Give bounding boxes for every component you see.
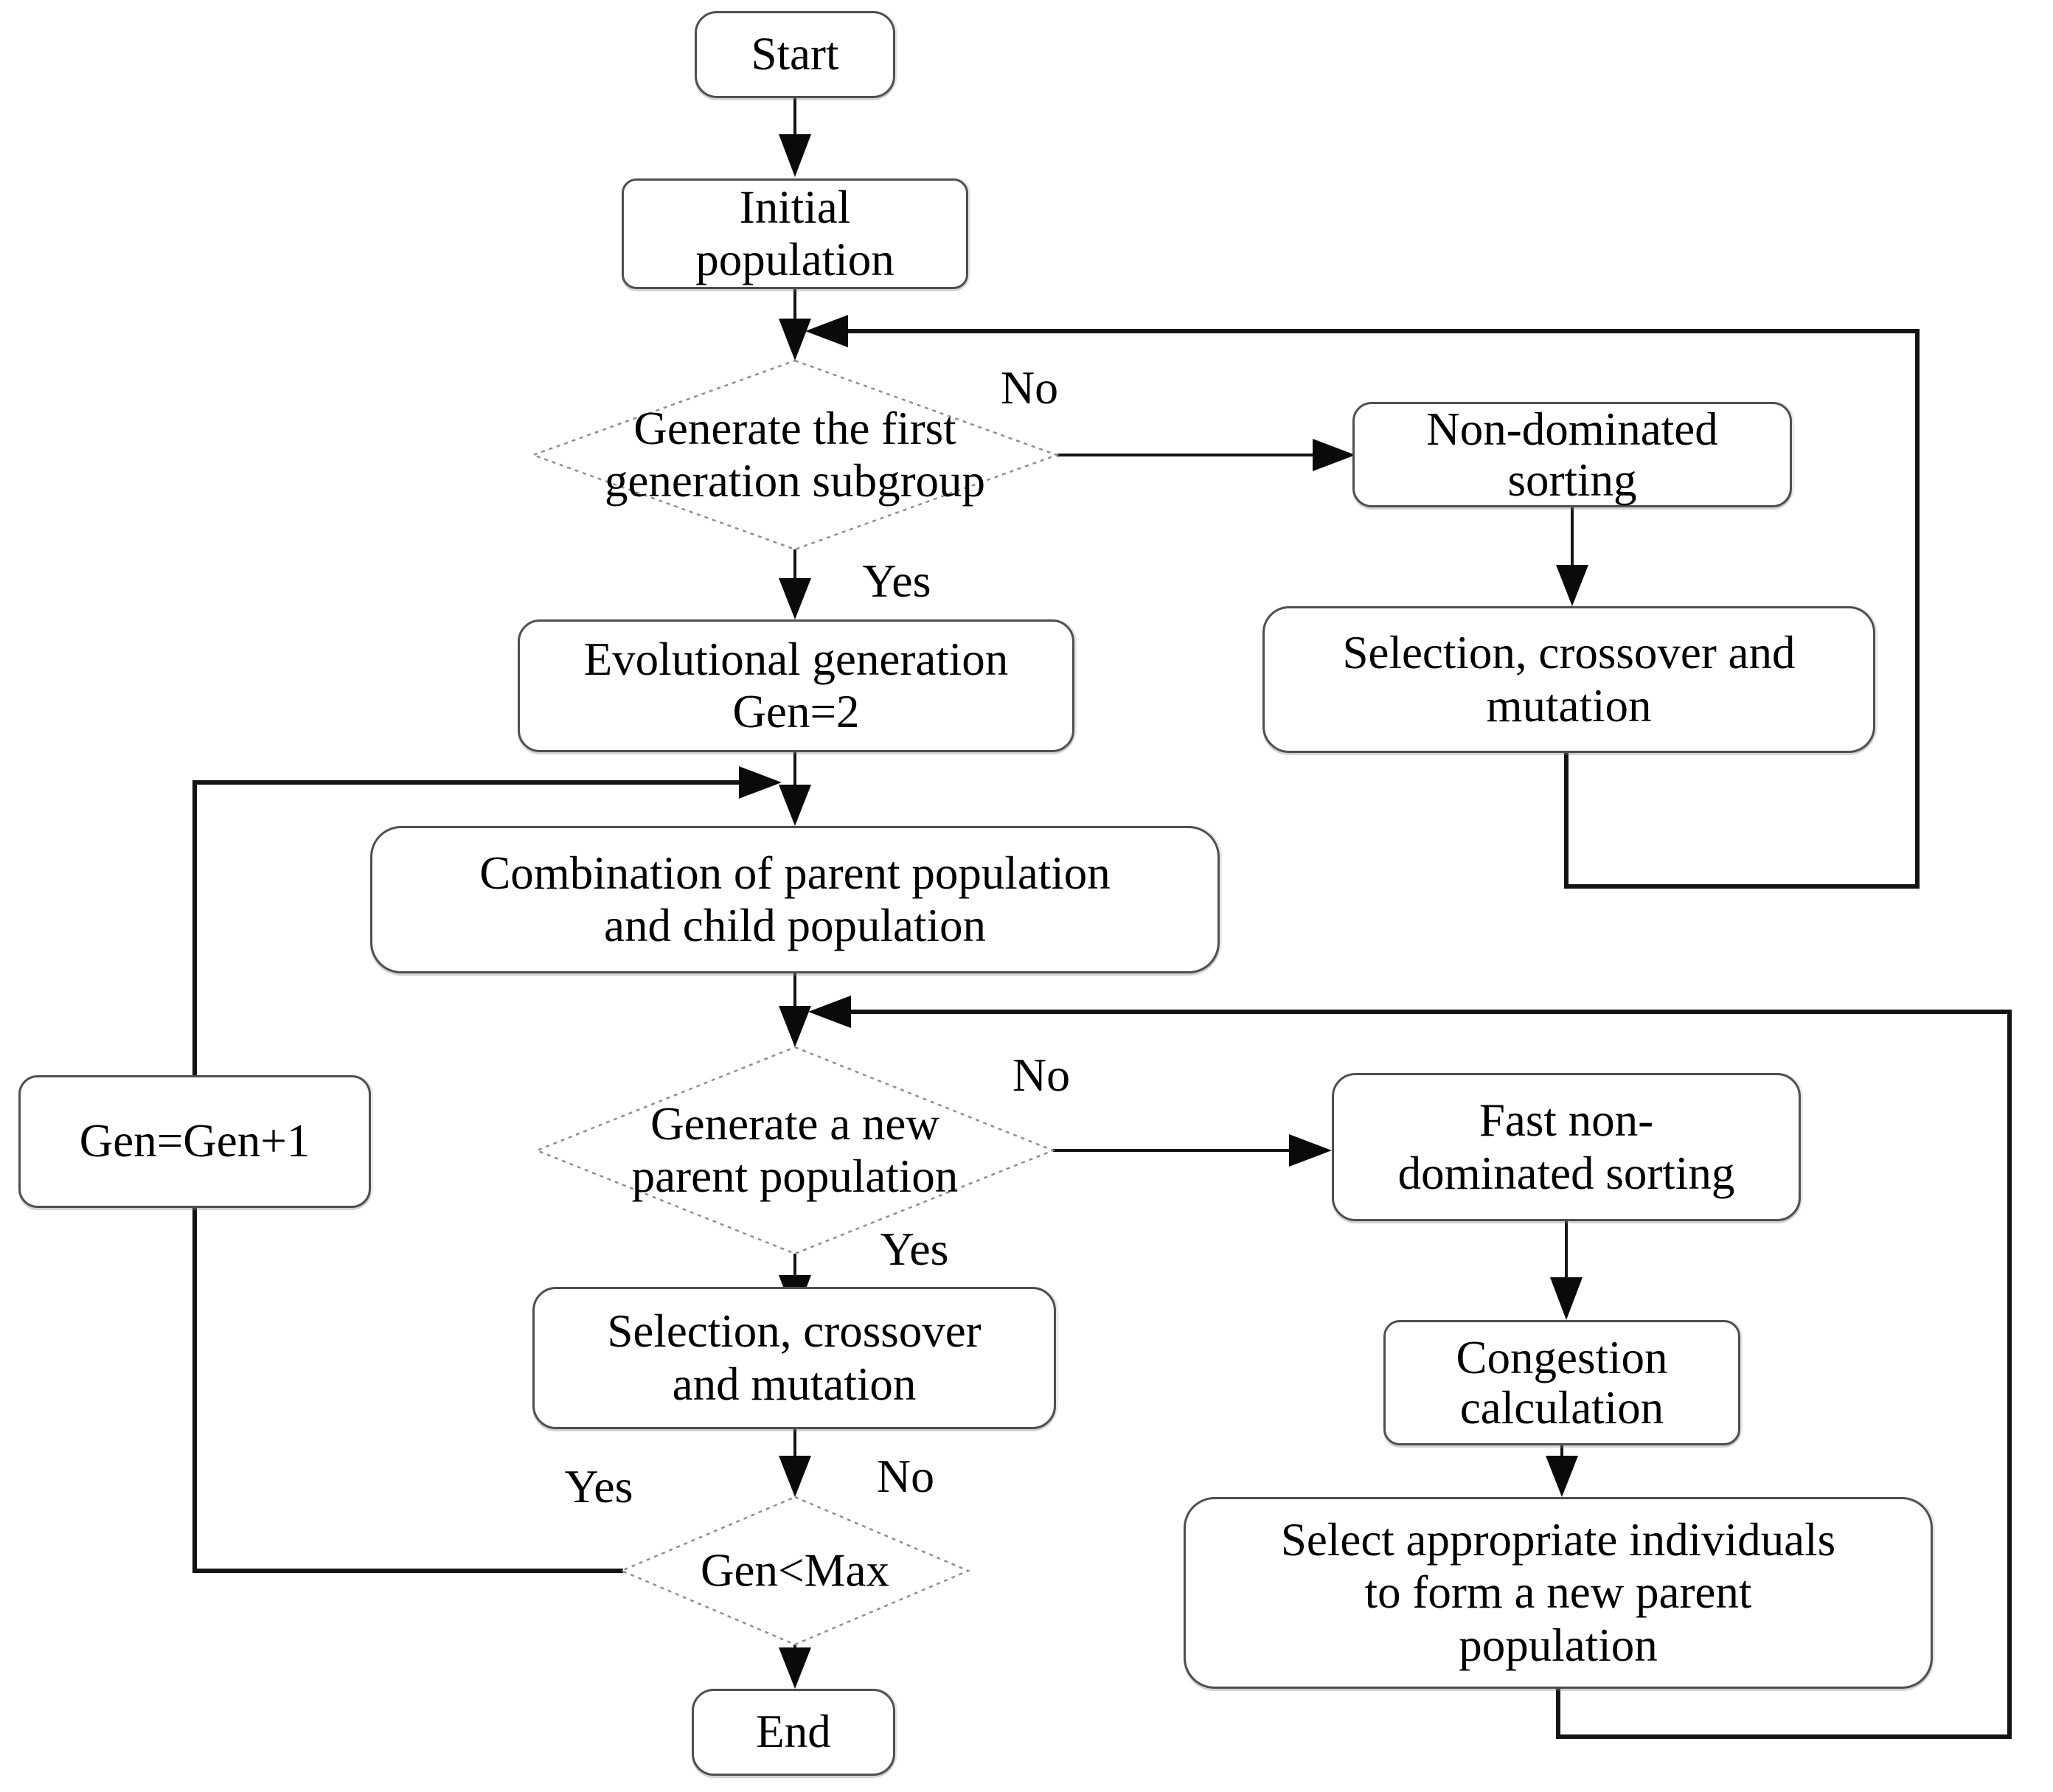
arrowhead-into-select bbox=[1546, 1456, 1578, 1497]
node-label-line: population bbox=[1459, 1619, 1658, 1671]
edge-loop-right-bottom bbox=[851, 1010, 2012, 1739]
node-label-line: generation subgroup bbox=[604, 455, 986, 507]
node-label-line: dominated sorting bbox=[1397, 1147, 1735, 1199]
node-label-line: to form a new parent bbox=[1364, 1566, 1752, 1619]
decision-gen-less-than-max-shape bbox=[619, 1496, 971, 1646]
decision-new-parent-population-shape bbox=[534, 1046, 1056, 1255]
node-label-line: Selection, crossover and bbox=[1342, 627, 1796, 679]
evolutional-generation-node: Evolutional generation Gen=2 bbox=[518, 619, 1074, 752]
node-label-line: Congestion bbox=[1456, 1331, 1668, 1383]
gen-increment-node: Gen=Gen+1 bbox=[18, 1075, 371, 1208]
select-individuals-node: Select appropriate individuals to form a… bbox=[1184, 1497, 1933, 1689]
edge-label-decision1-yes: Yes bbox=[862, 555, 931, 607]
node-label-line: parent population bbox=[631, 1150, 959, 1202]
node-label-line: Select appropriate individuals bbox=[1280, 1514, 1836, 1566]
edge-label-decision2-yes: Yes bbox=[880, 1223, 949, 1275]
start-node: Start bbox=[695, 11, 895, 98]
arrowhead-gen-loop-merge bbox=[739, 766, 782, 799]
arrowhead-into-decision1 bbox=[779, 319, 811, 361]
edge-label-decision1-no: No bbox=[1000, 361, 1059, 414]
arrowhead-into-initial bbox=[779, 134, 811, 177]
arrowhead-loop-bottom-merge bbox=[808, 996, 851, 1028]
node-label-line: Initial bbox=[739, 181, 851, 233]
end-node: End bbox=[692, 1689, 895, 1776]
node-label-line: Gen<Max bbox=[701, 1544, 889, 1597]
fast-non-dominated-sorting-node: Fast non- dominated sorting bbox=[1332, 1073, 1801, 1221]
arrowhead-into-decision2 bbox=[779, 1006, 811, 1047]
edge-label-decision3-yes: Yes bbox=[564, 1460, 633, 1513]
arrowhead-loop-top-merge bbox=[805, 315, 848, 347]
arrowhead-into-decision3 bbox=[779, 1456, 811, 1497]
node-label-line: sorting bbox=[1507, 454, 1637, 506]
combination-node: Combination of parent population and chi… bbox=[370, 826, 1220, 973]
node-label-line: Gen=Gen+1 bbox=[79, 1115, 310, 1167]
arrowhead-into-congestion bbox=[1550, 1277, 1583, 1320]
arrowhead-into-end bbox=[779, 1647, 811, 1689]
decision-gen-less-than-max: Gen<Max bbox=[625, 1544, 965, 1597]
arrowhead-into-fastsort bbox=[1289, 1134, 1332, 1167]
node-label-line: and child population bbox=[604, 900, 986, 951]
node-label-line: Evolutional generation bbox=[583, 633, 1009, 685]
node-label-line: End bbox=[756, 1706, 831, 1758]
selection-crossover-mutation-right-node: Selection, crossover and mutation bbox=[1262, 606, 1875, 753]
decision-first-generation-subgroup: Generate the first generation subgroup bbox=[529, 403, 1060, 507]
congestion-calculation-node: Congestion calculation bbox=[1383, 1320, 1740, 1445]
arrowhead-into-evolutional bbox=[779, 578, 811, 619]
node-label-line: Start bbox=[751, 28, 839, 80]
arrowhead-into-combination bbox=[779, 785, 811, 826]
node-label-line: Generate the first bbox=[633, 402, 956, 454]
node-label-line: mutation bbox=[1486, 679, 1652, 732]
node-label-line: Generate a new bbox=[650, 1097, 939, 1150]
selection-crossover-mutation-left-node: Selection, crossover and mutation bbox=[532, 1287, 1056, 1429]
node-label-line: Selection, crossover bbox=[607, 1305, 982, 1358]
non-dominated-sorting-node: Non-dominated sorting bbox=[1352, 402, 1792, 507]
arrowhead-into-sorting bbox=[1313, 439, 1355, 471]
node-label-line: and mutation bbox=[672, 1358, 917, 1410]
decision-first-generation-subgroup-shape bbox=[530, 359, 1060, 551]
edge-label-decision2-no: No bbox=[1012, 1049, 1071, 1101]
decision-new-parent-population: Generate a new parent population bbox=[537, 1098, 1053, 1203]
node-label-line: Fast non- bbox=[1479, 1094, 1654, 1147]
edge-loop-right-top bbox=[848, 329, 1920, 889]
node-label-line: Combination of parent population bbox=[479, 847, 1111, 899]
node-label-line: population bbox=[695, 234, 895, 285]
edge-label-decision3-no: No bbox=[876, 1450, 935, 1502]
node-label-line: Non-dominated bbox=[1426, 403, 1718, 456]
arrowhead-into-selection-right bbox=[1556, 565, 1588, 606]
node-label-line: Gen=2 bbox=[732, 686, 860, 737]
initial-population-node: Initial population bbox=[622, 178, 968, 289]
node-label-line: calculation bbox=[1459, 1382, 1664, 1434]
